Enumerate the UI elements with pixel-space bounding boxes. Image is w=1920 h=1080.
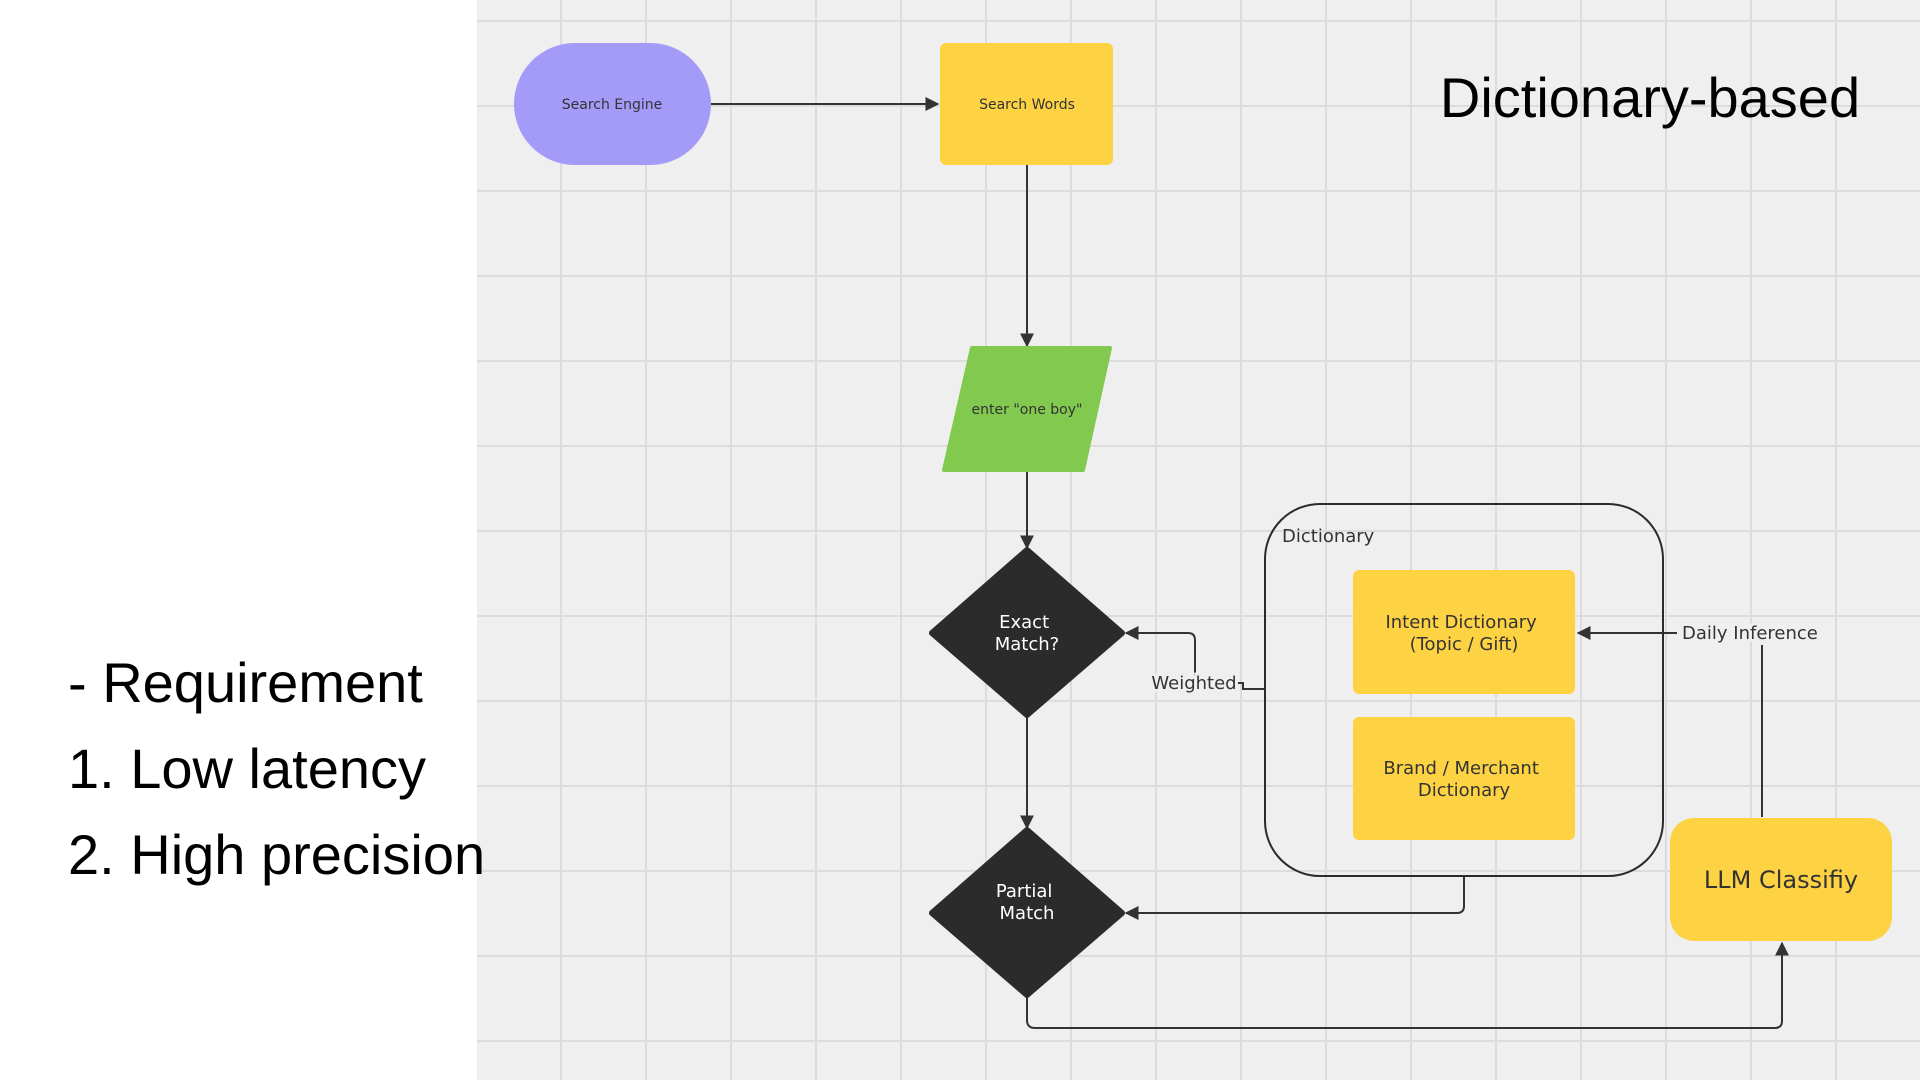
- exact-match-node[interactable]: Exact Match?: [929, 547, 1125, 718]
- requirement-heading: - Requirement: [68, 651, 423, 714]
- intent-dictionary-line1: Intent Dictionary: [1385, 612, 1537, 633]
- edge-label-daily-inference: Daily Inference: [1682, 623, 1818, 644]
- enter-input-node[interactable]: enter "one boy": [942, 346, 1112, 472]
- partial-match-line2: Match: [1000, 903, 1055, 924]
- edges: [711, 97, 1789, 1029]
- search-engine-label: Search Engine: [562, 97, 663, 113]
- exact-match-label: Exact Match?: [995, 612, 1059, 655]
- requirements-list: - Requirement 1. Low latency 2. High pre…: [68, 640, 488, 898]
- edge-dictionary-to-exact: [1124, 626, 1265, 690]
- llm-classify-label: LLM Classifiy: [1704, 866, 1858, 894]
- requirement-item-1: 1. Low latency: [68, 737, 426, 800]
- partial-match-line1: Partial: [996, 881, 1053, 902]
- dictionary-group-label: Dictionary: [1282, 526, 1375, 547]
- edge-partial-to-llm: [1026, 941, 1789, 1029]
- exact-match-line1: Exact: [999, 612, 1049, 633]
- search-engine-node[interactable]: Search Engine: [514, 43, 711, 165]
- partial-match-node[interactable]: Partial Match: [929, 827, 1125, 998]
- search-words-node[interactable]: Search Words: [940, 43, 1113, 165]
- intent-dictionary-node[interactable]: Intent Dictionary (Topic / Gift): [1353, 570, 1575, 694]
- brand-dictionary-line2: Dictionary: [1418, 780, 1511, 801]
- intent-dictionary-line2: (Topic / Gift): [1410, 634, 1519, 655]
- brand-dictionary-line1: Brand / Merchant: [1383, 758, 1539, 779]
- dictionary-group[interactable]: Dictionary: [1264, 503, 1664, 877]
- intent-dictionary-label: Intent Dictionary (Topic / Gift): [1385, 612, 1542, 655]
- requirement-item-2: 2. High precision: [68, 823, 486, 886]
- whiteboard-canvas[interactable]: [477, 0, 1920, 1080]
- brand-dictionary-node[interactable]: Brand / Merchant Dictionary: [1353, 717, 1575, 840]
- slide-heading: Dictionary-based: [1439, 66, 1861, 129]
- enter-input-label: enter "one boy": [972, 402, 1083, 418]
- partial-match-label: Partial Match: [996, 881, 1058, 924]
- edge-label-weighted: Weighted: [1151, 673, 1236, 694]
- brand-dictionary-label: Brand / Merchant Dictionary: [1383, 758, 1544, 801]
- search-words-label: Search Words: [979, 97, 1075, 113]
- exact-match-line2: Match?: [995, 634, 1059, 655]
- edge-dictionary-to-partial: [1124, 876, 1465, 920]
- llm-classify-node[interactable]: LLM Classifiy: [1670, 818, 1892, 941]
